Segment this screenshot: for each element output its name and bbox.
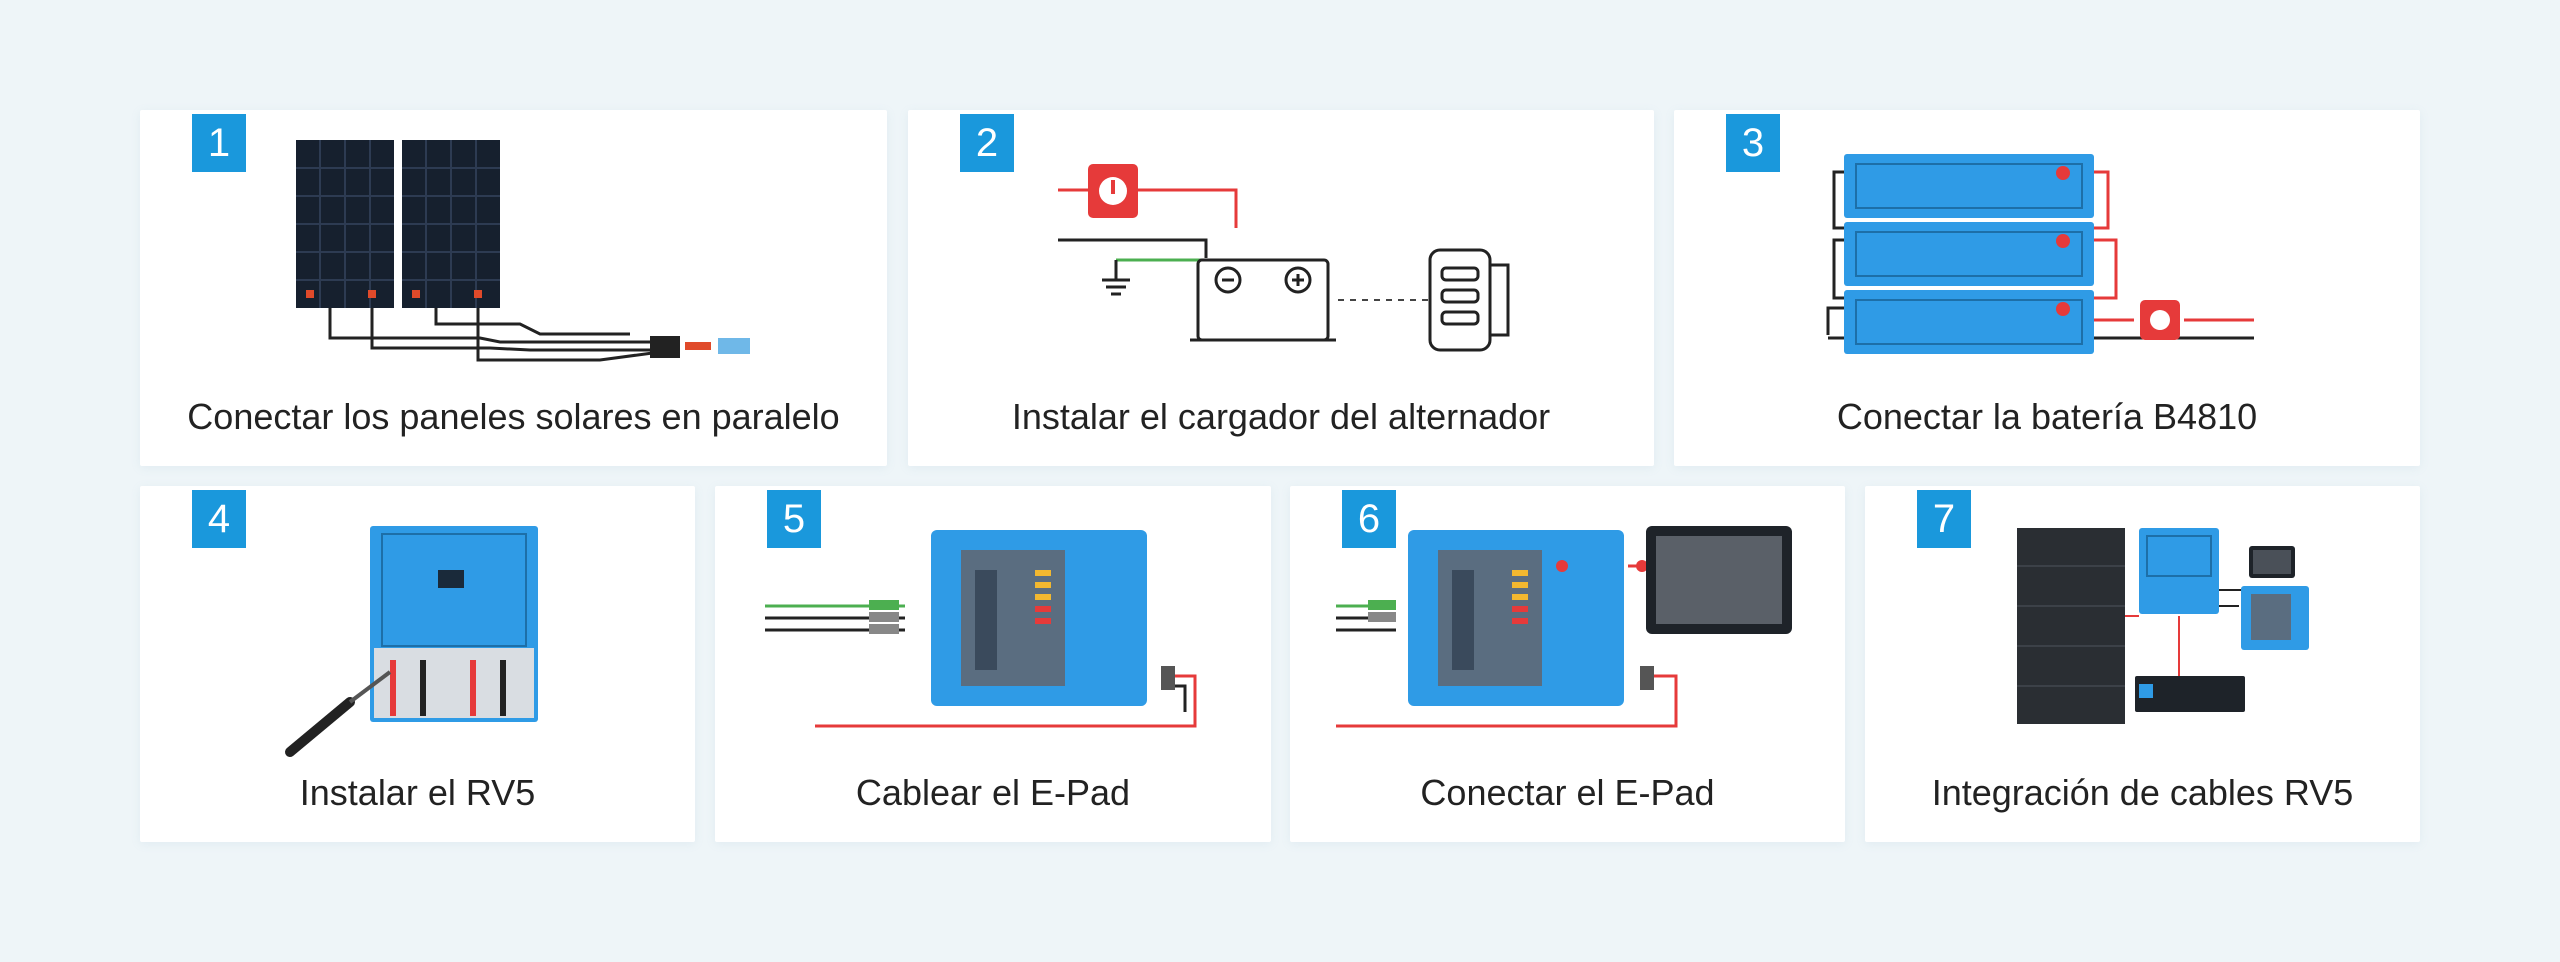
step-card-5: 5 Cablear el E-Pad — [715, 486, 1271, 842]
e-pad-icon — [931, 530, 1147, 706]
step-card-4: 4 Instalar el RV5 — [140, 486, 695, 842]
solar-panels-parallel-illustration — [296, 140, 750, 362]
step-card-2: 2 — [908, 110, 1654, 466]
step-caption: Integración de cables RV5 — [1931, 772, 2354, 813]
rv5-install-illustration — [285, 526, 538, 757]
rv5-cable-integration-illustration — [2017, 528, 2309, 724]
alternator-charger-illustration — [1058, 164, 1510, 352]
alternator-icon — [1428, 248, 1510, 352]
step-card-1: 1 Conectar lo — [140, 110, 887, 466]
step-number-badge: 6 — [1342, 490, 1396, 548]
step-number-badge: 7 — [1917, 490, 1971, 548]
step-caption: Conectar el E-Pad — [1420, 772, 1715, 813]
battery-switch-icon — [2140, 300, 2180, 340]
step-caption: Conectar los paneles solares en paralelo — [187, 396, 840, 437]
battery-icon — [1844, 154, 2094, 218]
solar-panel-icon — [402, 140, 500, 308]
battery-icon — [1844, 290, 2094, 354]
step-number-badge: 5 — [767, 490, 821, 548]
e-pad-icon — [1408, 530, 1624, 706]
step-caption: Instalar el cargador del alternador — [1011, 396, 1551, 437]
e-pad-icon — [2241, 586, 2309, 650]
battery-icon — [2135, 676, 2245, 712]
battery-connection-illustration — [1826, 154, 2254, 354]
touch-display-icon — [1646, 526, 1792, 634]
step-card-6: 6 Conectar el E-Pad — [1290, 486, 1845, 842]
step-caption: Cablear el E-Pad — [855, 772, 1131, 813]
battery-switch-icon — [1088, 164, 1138, 218]
solar-panel-icon — [296, 140, 394, 308]
solar-panel-icon — [2017, 528, 2125, 724]
epad-connect-illustration — [1336, 526, 1792, 728]
screwdriver-icon — [285, 670, 392, 757]
step-number-badge: 1 — [192, 114, 246, 172]
inverter-icon — [2139, 528, 2219, 614]
epad-wiring-illustration — [765, 530, 1197, 728]
inverter-icon — [370, 526, 538, 722]
battery-icon — [1190, 258, 1336, 342]
step-card-3: 3 Conecta — [1674, 110, 2420, 466]
step-number-badge: 4 — [192, 490, 246, 548]
step-card-7: 7 Integración de c — [1865, 486, 2420, 842]
step-number-badge: 2 — [960, 114, 1014, 172]
touch-display-icon — [2249, 546, 2295, 578]
step-caption: Instalar el RV5 — [299, 772, 536, 813]
step-number-badge: 3 — [1726, 114, 1780, 172]
step-caption: Conectar la batería B4810 — [1836, 396, 2258, 437]
battery-icon — [1844, 222, 2094, 286]
